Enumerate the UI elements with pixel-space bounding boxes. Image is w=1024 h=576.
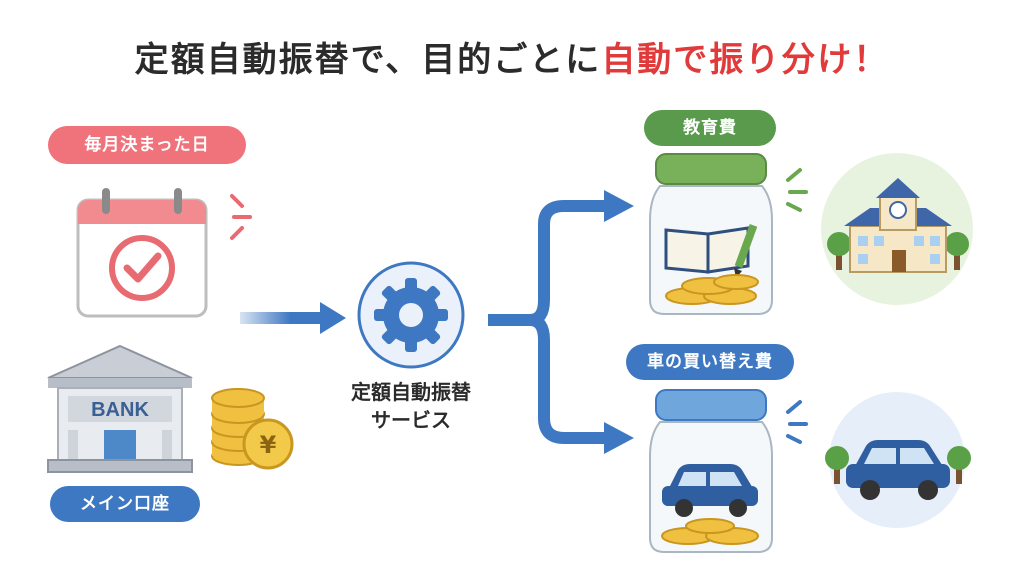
book-icon bbox=[664, 226, 750, 274]
page-title: 定額自動振替で、目的ごとに自動で振り分け！ bbox=[0, 32, 1024, 81]
flow-arrow bbox=[240, 302, 346, 334]
attention-marks-icon bbox=[230, 194, 252, 240]
tree-icon bbox=[947, 446, 971, 484]
title-main: 定額自動振替で、目的ごとに bbox=[134, 40, 602, 80]
main-account-label-text: メイン口座 bbox=[80, 494, 170, 514]
goal-education-label-text: 教育費 bbox=[683, 118, 737, 138]
tree-icon bbox=[945, 232, 969, 270]
yen-symbol: ¥ bbox=[260, 431, 277, 459]
tree-icon bbox=[825, 446, 849, 484]
education-jar bbox=[649, 153, 773, 315]
car-scene-icon bbox=[825, 392, 971, 528]
sparkle-marks-icon bbox=[786, 168, 808, 212]
coin-stack-icon: ¥ bbox=[211, 388, 294, 470]
goal-education-label: 教育費 bbox=[644, 110, 776, 146]
car-jar bbox=[649, 389, 773, 553]
service-caption: 定額自動振替 サービス bbox=[326, 378, 496, 434]
branch-arrows bbox=[488, 190, 634, 454]
main-account-label: メイン口座 bbox=[50, 486, 200, 522]
service-caption-line1: 定額自動振替 bbox=[351, 380, 471, 404]
car-icon bbox=[662, 464, 758, 517]
calendar-check-icon bbox=[76, 188, 208, 318]
service-caption-line2: サービス bbox=[371, 408, 451, 432]
car-icon bbox=[846, 440, 950, 500]
schedule-label-text: 毎月決まった日 bbox=[84, 135, 210, 155]
goal-car-label: 車の買い替え費 bbox=[626, 344, 794, 380]
goal-car-label-text: 車の買い替え費 bbox=[647, 352, 773, 372]
title-highlight: 自動で振り分け！ bbox=[601, 40, 890, 80]
sparkle-marks-icon bbox=[786, 400, 808, 444]
gear-icon bbox=[357, 261, 465, 369]
tree-icon bbox=[827, 232, 851, 270]
bank-sign: BANK bbox=[91, 399, 149, 421]
bank-building-icon: BANK bbox=[47, 344, 193, 473]
schedule-label: 毎月決まった日 bbox=[48, 126, 246, 164]
school-building-icon bbox=[821, 153, 973, 305]
